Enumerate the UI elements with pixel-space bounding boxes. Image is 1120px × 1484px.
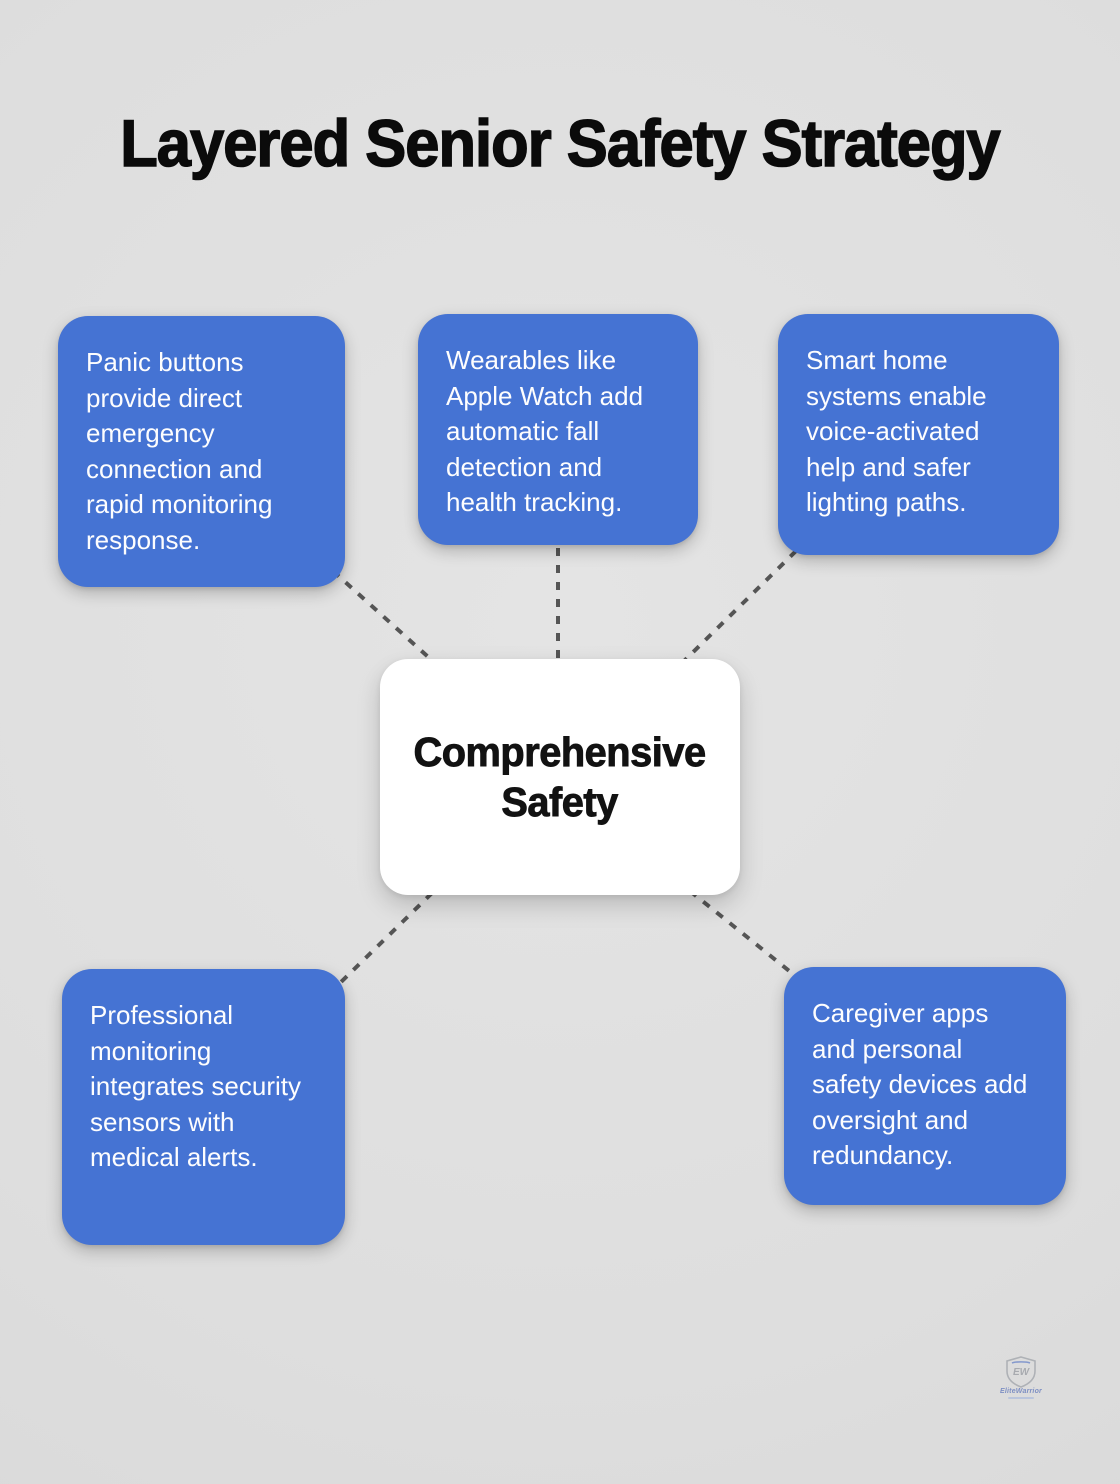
node-wearables-text: Wearables like Apple Watch add automatic… xyxy=(446,345,644,518)
node-panic-buttons-text: Panic buttons provide direct emergency c… xyxy=(86,347,273,556)
connector-top-left xyxy=(331,569,438,666)
node-wearables: Wearables like Apple Watch add automatic… xyxy=(418,314,698,545)
node-smart-home-text: Smart home systems enable voice-activate… xyxy=(806,345,987,518)
node-panic-buttons: Panic buttons provide direct emergency c… xyxy=(58,316,345,587)
svg-text:EW: EW xyxy=(1013,1367,1031,1378)
node-caregiver-apps: Caregiver apps and personal safety devic… xyxy=(784,967,1066,1205)
center-node: Comprehensive Safety xyxy=(380,659,740,895)
watermark-subline xyxy=(1008,1396,1034,1399)
connector-bottom-left xyxy=(336,891,434,987)
center-node-label: Comprehensive Safety xyxy=(413,728,707,826)
node-professional-monitoring-text: Professional monitoring integrates secur… xyxy=(90,1000,301,1173)
node-smart-home: Smart home systems enable voice-activate… xyxy=(778,314,1059,555)
page-title: Layered Senior Safety Strategy xyxy=(119,105,1001,181)
watermark-logo: EW EliteWarrior xyxy=(988,1356,1054,1399)
watermark-brand: EliteWarrior xyxy=(1000,1388,1042,1395)
connector-top-right xyxy=(682,549,798,663)
node-professional-monitoring: Professional monitoring integrates secur… xyxy=(62,969,345,1245)
connector-bottom-right xyxy=(688,889,795,976)
node-caregiver-apps-text: Caregiver apps and personal safety devic… xyxy=(812,998,1028,1171)
shield-icon: EW xyxy=(1006,1356,1036,1388)
